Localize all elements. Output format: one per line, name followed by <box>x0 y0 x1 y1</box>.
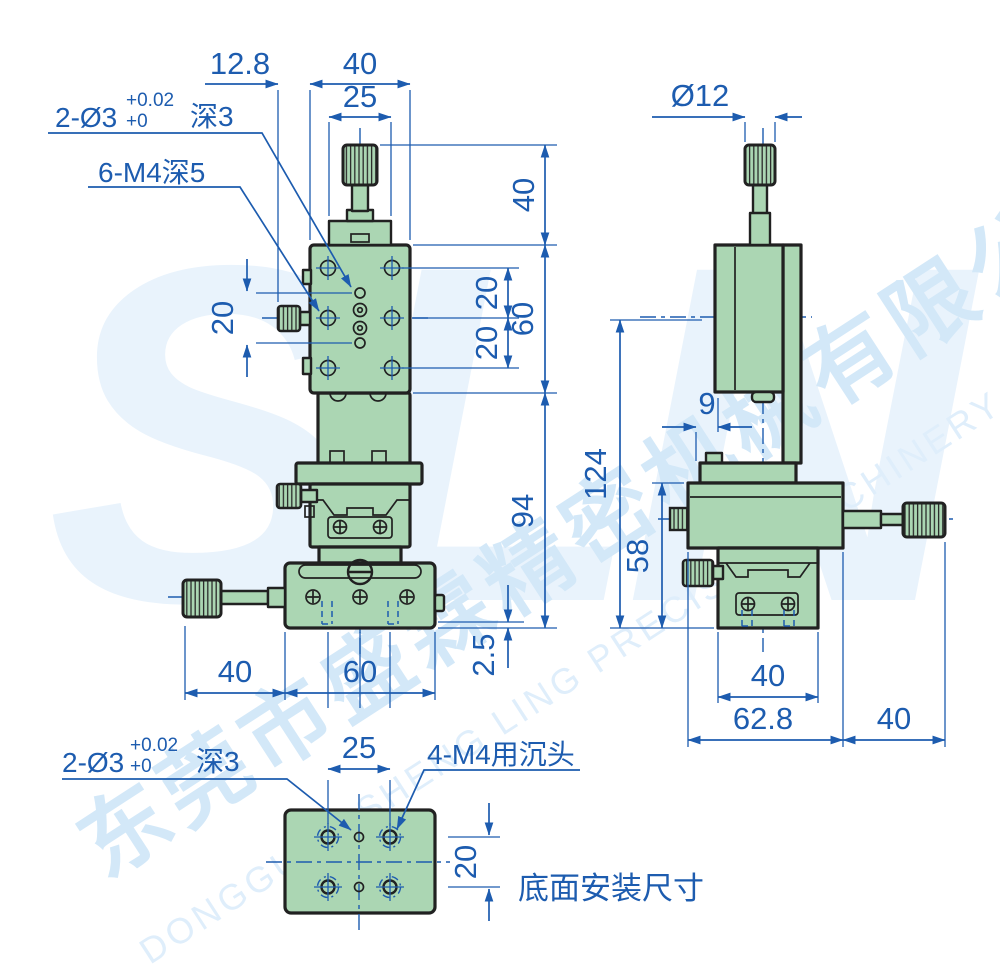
front-left-tab-upper <box>301 268 313 286</box>
bottom-pin-leader <box>62 778 352 831</box>
label-front-pin: 2-Ø3 <box>55 102 117 133</box>
dim-front-pin-span: 20 <box>205 301 240 335</box>
label-bottom-pin: 2-Ø3 <box>62 747 124 778</box>
front-y-knob <box>181 578 287 619</box>
side-slide-plate <box>781 243 803 465</box>
front-z-side-knob <box>276 304 312 333</box>
watermark: SLN 东莞市盛霖精密机械有限公司 DONGGUAN SHENG LING PR… <box>47 133 1000 972</box>
side-x-knob <box>841 501 947 539</box>
bottom-pin-holes <box>353 831 365 893</box>
front-screws-leader <box>88 186 320 312</box>
dim-side-knob-dia: Ø12 <box>671 78 730 113</box>
dim-front-base-width: 60 <box>343 654 377 689</box>
dim-front-row-top: 20 <box>469 276 504 310</box>
front-left-tab-lower <box>301 356 313 376</box>
bottom-dimensions: 2-Ø3 +0.02 +0 深3 4-M4用沉头 25 20 底面安装尺寸 <box>62 730 704 921</box>
side-hidden-counterbores <box>741 610 795 627</box>
front-pin-leader <box>48 132 352 288</box>
bottom-view-caption: 底面安装尺寸 <box>518 871 704 906</box>
side-z-column <box>713 243 785 404</box>
front-z-head <box>327 183 393 247</box>
front-z-carriage <box>316 391 412 467</box>
side-x-knob-tip <box>668 506 690 532</box>
front-x-stage <box>308 482 412 549</box>
bottom-cbore-leader <box>396 769 580 830</box>
side-y-carriage <box>716 546 820 630</box>
dim-side-stage-height: 58 <box>620 539 655 573</box>
dim-front-body-width: 40 <box>343 46 377 81</box>
front-z-body <box>301 243 412 395</box>
dim-front-offset: 12.8 <box>210 46 270 81</box>
dim-side-knob-length: 40 <box>877 701 911 736</box>
front-base <box>283 558 446 630</box>
label-bottom-tol-lower: +0 <box>130 756 152 777</box>
front-dimensions: 2-Ø3 +0.02 +0 深3 6-M4深5 12.8 40 25 20 40… <box>48 46 557 708</box>
dim-bottom-span-y: 20 <box>448 845 483 879</box>
label-front-pin-depth: 深3 <box>190 101 234 132</box>
dim-side-offset: 9 <box>698 386 715 421</box>
label-front-pin-tol-upper: +0.02 <box>126 90 174 111</box>
side-view <box>640 128 958 652</box>
dim-side-width: 62.8 <box>733 701 793 736</box>
bottom-view <box>266 794 450 931</box>
dim-front-head-width: 25 <box>343 79 377 114</box>
front-hidden-counterbores <box>321 601 399 625</box>
front-x-knob <box>275 482 319 518</box>
dim-front-base-lip: 2.5 <box>466 633 501 676</box>
front-pin-holes <box>352 287 368 349</box>
label-bottom-depth: 深3 <box>196 746 240 777</box>
front-x-flange <box>294 461 424 486</box>
front-screw-tip <box>433 593 446 613</box>
dim-side-slide-width: 40 <box>751 658 785 693</box>
front-m4-holes <box>316 256 404 380</box>
dim-bottom-span-x: 25 <box>342 730 376 765</box>
front-z-knob <box>341 143 379 187</box>
label-bottom-cbore: 4-M4用沉头 <box>427 739 575 770</box>
dim-front-total-height: 94 <box>505 494 540 528</box>
label-front-pin-tol-lower: +0 <box>126 111 148 132</box>
side-dimensions: Ø12 9 124 58 40 62.8 40 <box>578 78 946 747</box>
side-y-knob <box>681 558 725 588</box>
bottom-counterbore-holes <box>314 823 404 901</box>
dim-side-total-height: 124 <box>578 448 613 500</box>
dim-front-knob-length: 40 <box>218 654 252 689</box>
label-front-screws: 6-M4深5 <box>98 157 205 188</box>
front-view <box>168 128 446 655</box>
dim-front-knob-height: 40 <box>506 178 541 212</box>
dim-front-row-bottom: 20 <box>469 326 504 360</box>
side-xy-block <box>668 481 845 550</box>
label-bottom-tol-upper: +0.02 <box>130 735 178 756</box>
dim-front-body-height: 60 <box>505 302 540 336</box>
side-z-knob <box>743 143 777 247</box>
